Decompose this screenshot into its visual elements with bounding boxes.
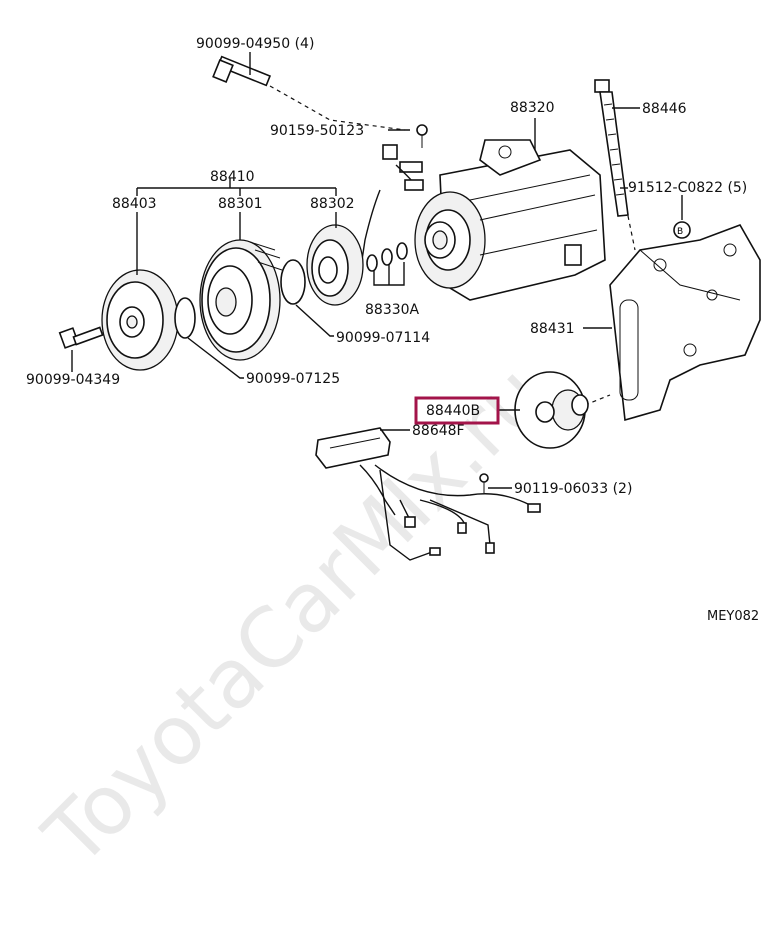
label-screw-bottom[interactable]: 90119-06033 (2) <box>514 481 632 497</box>
label-washer-right[interactable]: 91512-C0822 (5) <box>628 180 747 196</box>
shims-drawing[interactable] <box>366 242 408 272</box>
diagram-code: MEY082 <box>707 609 759 624</box>
label-stud-bolt[interactable]: 88446 <box>642 101 687 117</box>
label-compressor[interactable]: 88320 <box>510 100 555 116</box>
label-bolt-top[interactable]: 90099-04950 (4) <box>196 36 314 52</box>
idler-highlight-box <box>414 396 500 425</box>
label-bracket[interactable]: 88431 <box>530 321 575 337</box>
label-stator[interactable]: 88302 <box>310 196 355 212</box>
stud-bolt-drawing[interactable] <box>594 79 629 217</box>
label-bolt-left[interactable]: 90099-04349 <box>26 372 120 388</box>
bolt-top-drawing[interactable] <box>212 55 272 87</box>
pulley-drawing[interactable] <box>199 239 283 361</box>
washer-right-drawing[interactable]: B <box>673 221 691 239</box>
compressor-drawing[interactable] <box>414 139 606 301</box>
label-amplifier[interactable]: 88648F <box>412 423 465 439</box>
label-idler[interactable]: 88440B <box>426 403 480 419</box>
stator-drawing[interactable] <box>306 224 364 306</box>
label-shims[interactable]: 88330A <box>365 302 420 318</box>
pressure-switch-drawing[interactable] <box>349 144 424 263</box>
bracket-drawing[interactable] <box>609 224 761 422</box>
screw-top-drawing[interactable] <box>416 124 428 148</box>
label-snap-ring-2[interactable]: 90099-07125 <box>246 371 340 387</box>
label-clutch-assy[interactable]: 88410 <box>210 169 255 185</box>
snap-ring-1-drawing[interactable] <box>280 259 306 305</box>
svg-text:B: B <box>677 227 683 237</box>
label-screw-top[interactable]: 90159-50123 <box>270 123 364 139</box>
label-pulley[interactable]: 88301 <box>218 196 263 212</box>
bolt-left-drawing[interactable] <box>58 326 104 349</box>
amplifier-drawing[interactable] <box>315 427 541 561</box>
pressure-plate-drawing[interactable] <box>101 269 179 371</box>
label-snap-ring-1[interactable]: 90099-07114 <box>336 330 430 346</box>
watermark: ToyotaCarMIx.ru <box>26 348 563 885</box>
label-pressure-plate[interactable]: 88403 <box>112 196 157 212</box>
snap-ring-2-drawing[interactable] <box>174 297 196 339</box>
idler-pulley-drawing[interactable] <box>514 371 589 449</box>
screw-bottom-drawing[interactable] <box>479 473 489 493</box>
